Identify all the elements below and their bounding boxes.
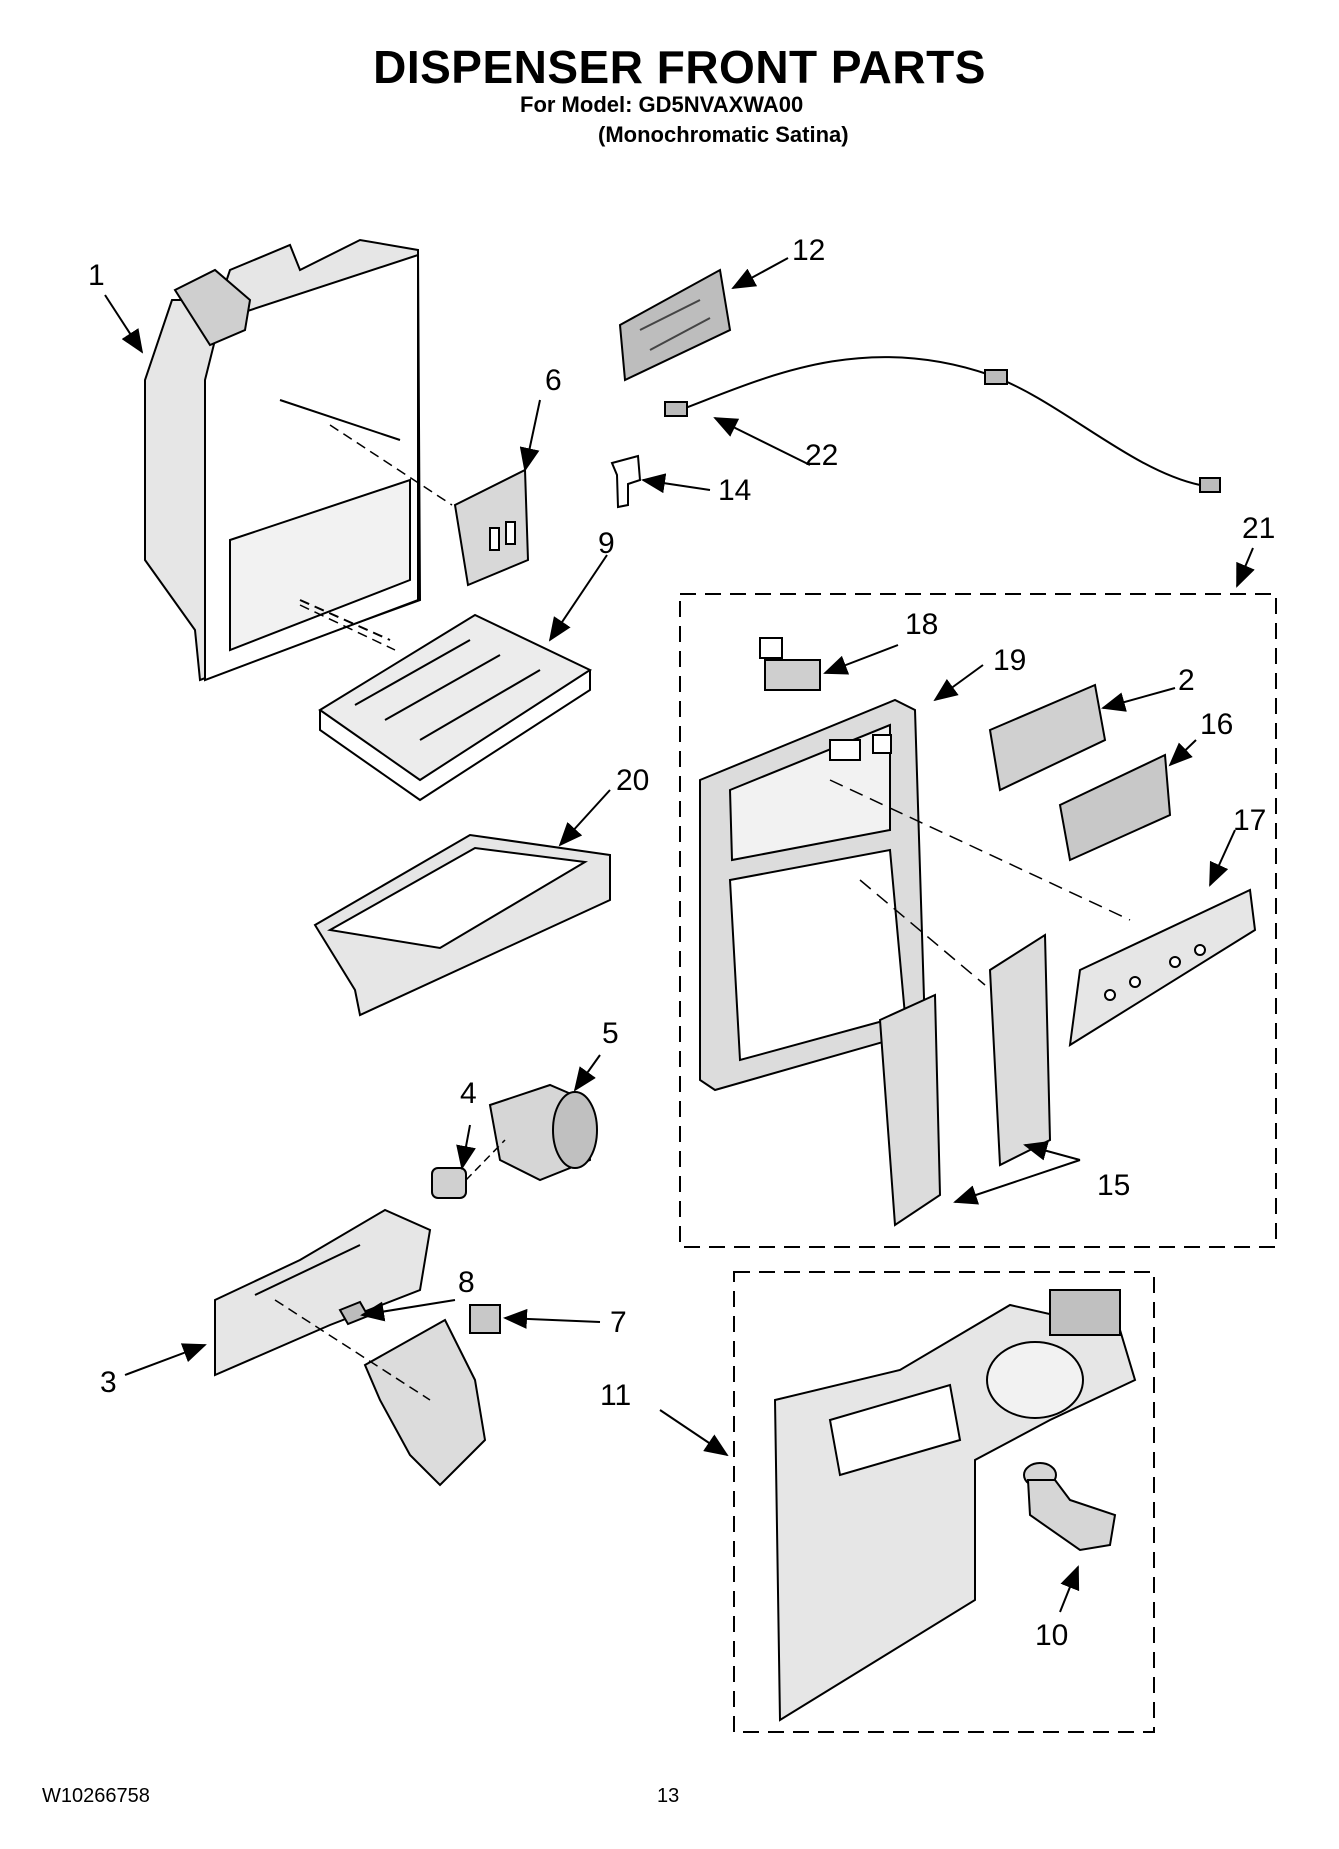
callout-18: 18 — [905, 608, 938, 641]
callout-19: 19 — [993, 644, 1026, 677]
callout-5: 5 — [602, 1017, 619, 1050]
callout-20: 20 — [616, 764, 649, 797]
callout-8: 8 — [458, 1266, 475, 1299]
part-1-housing — [144, 238, 422, 682]
part-14-bracket — [610, 454, 642, 509]
part-6-door — [453, 468, 530, 587]
model-number: For Model: GD5NVAXWA00 — [520, 92, 804, 117]
callout-21: 21 — [1242, 512, 1275, 545]
part-18-switch — [759, 637, 821, 691]
callout-7: 7 — [610, 1306, 627, 1339]
part-11-ice-chute — [773, 1289, 1137, 1722]
model-variant: (Monochromatic Satina) — [598, 122, 849, 147]
page-title: DISPENSER FRONT PARTS — [373, 41, 986, 93]
callout-12: 12 — [792, 234, 825, 267]
callout-6: 6 — [545, 364, 562, 397]
part-20-trim — [313, 833, 611, 1017]
part-15-paddles — [878, 933, 1052, 1227]
part-22-wire-harness — [664, 356, 1221, 493]
leader-lines — [104, 257, 1255, 1613]
callout-16: 16 — [1200, 708, 1233, 741]
callout-4: 4 — [460, 1077, 477, 1110]
part-5-motor — [488, 1083, 598, 1182]
part-10-drain-fitting — [1023, 1462, 1117, 1552]
part-17-control-panel — [1068, 888, 1257, 1047]
page-number: 13 — [657, 1785, 680, 1807]
callout-10: 10 — [1035, 1619, 1068, 1652]
callout-2: 2 — [1178, 664, 1195, 697]
part-9-tray — [318, 613, 593, 802]
callout-9: 9 — [598, 527, 615, 560]
part-2-bracket — [988, 683, 1107, 792]
callout-3: 3 — [100, 1366, 117, 1399]
part-12-control-board — [618, 268, 732, 382]
callout-22: 22 — [805, 439, 838, 472]
part-16-interface-board — [1058, 753, 1172, 862]
document-number: W10266758 — [42, 1785, 150, 1807]
part-4-coupler — [431, 1167, 467, 1199]
callout-14: 14 — [718, 474, 751, 507]
part-7-actuator — [363, 1304, 501, 1487]
part-19-front-frame — [699, 698, 927, 1092]
callout-17: 17 — [1233, 804, 1266, 837]
group-11-box — [733, 1271, 1155, 1733]
callout-1: 1 — [88, 259, 105, 292]
callout-15: 15 — [1097, 1169, 1130, 1202]
callout-11: 11 — [600, 1379, 631, 1412]
part-3-bracket — [214, 1208, 432, 1377]
